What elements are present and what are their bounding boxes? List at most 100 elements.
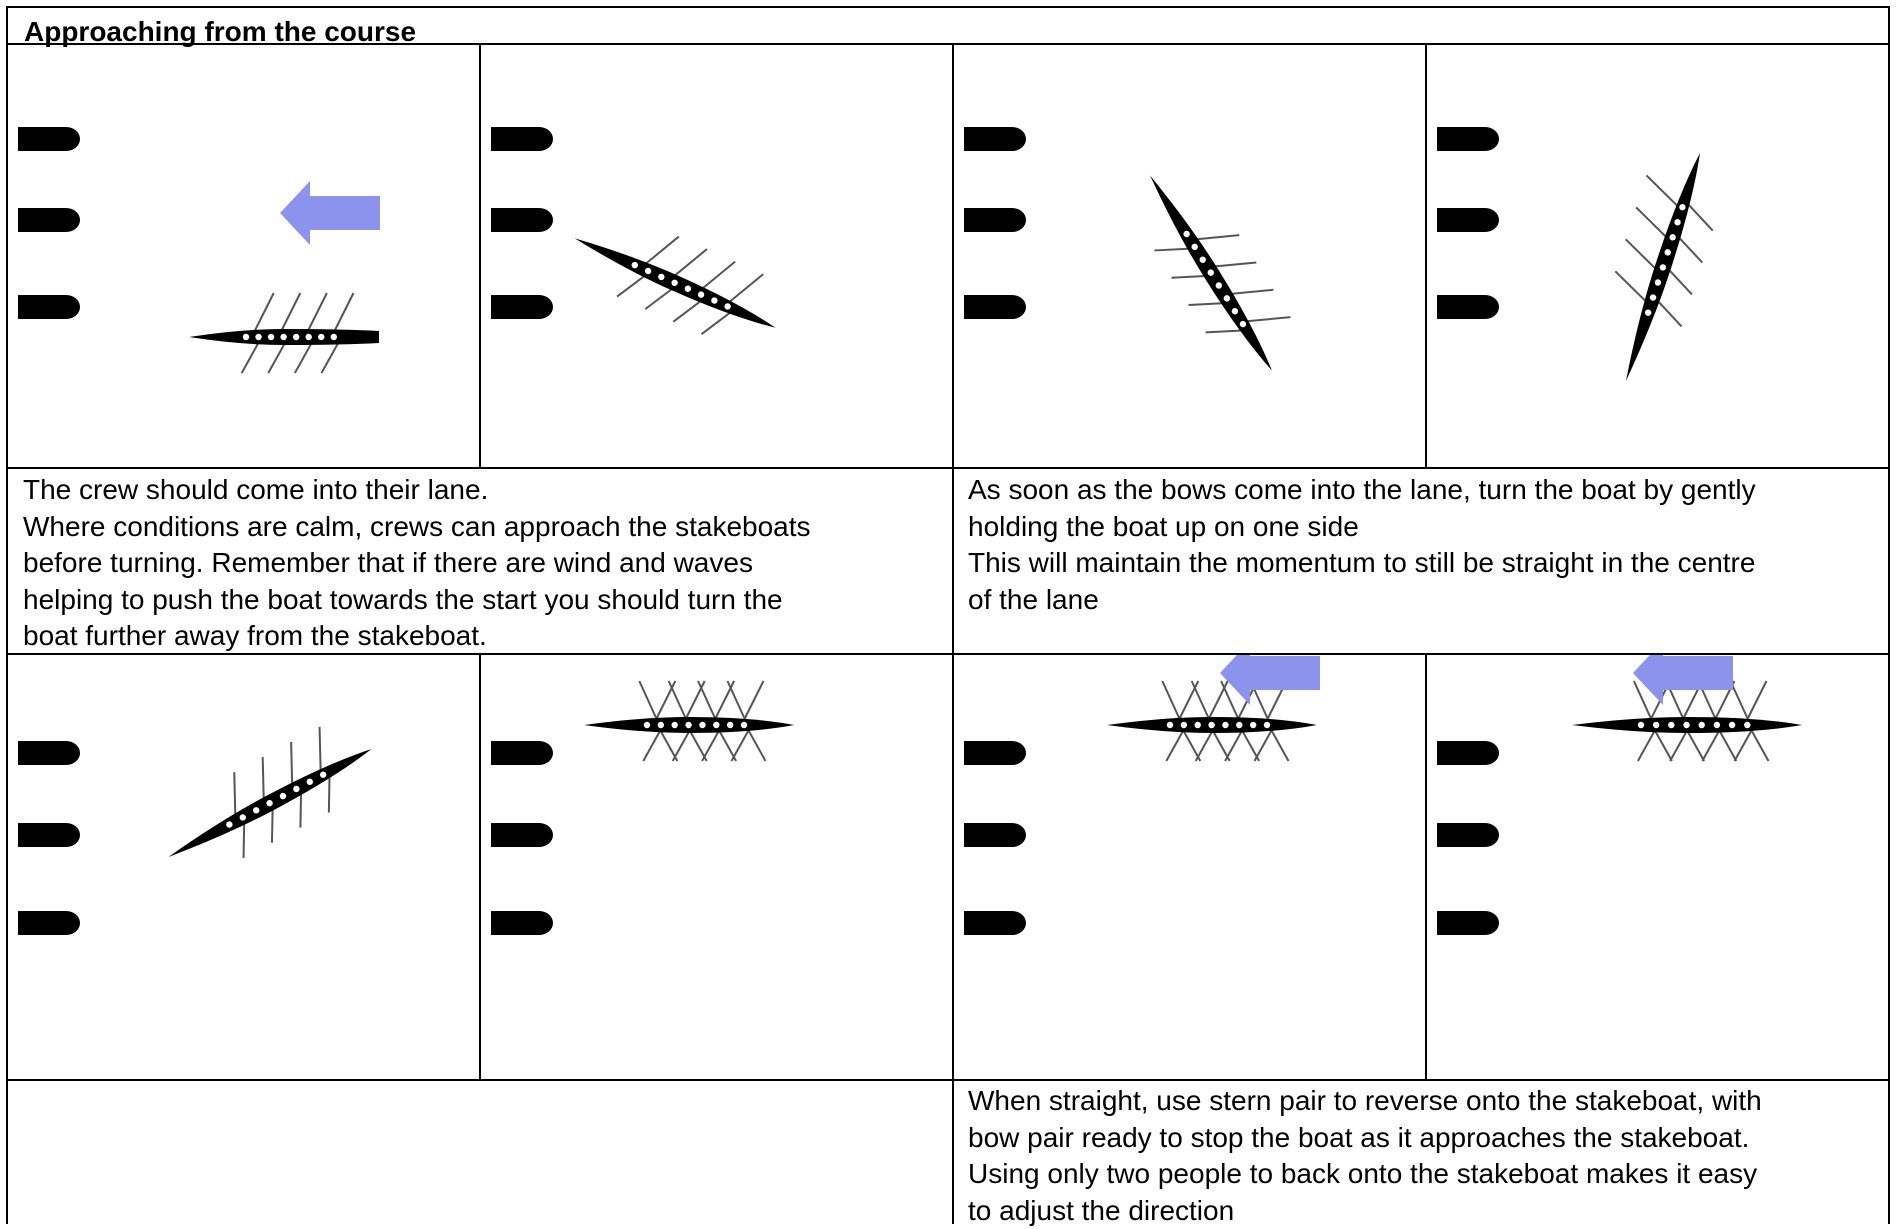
oar-line — [726, 680, 749, 726]
seat-dot — [306, 778, 314, 786]
diagram-panel-5 — [8, 655, 479, 1079]
rowing-boat-icon — [1107, 680, 1317, 762]
seat-dot — [1263, 721, 1271, 729]
seat-dot — [1180, 721, 1188, 729]
rowing-boat-icon — [168, 726, 372, 858]
instruction-text-left: The crew should come into their lane. Wh… — [23, 474, 811, 651]
seat-dot — [724, 303, 731, 310]
seat-dot — [1199, 256, 1206, 263]
seat-dot — [1222, 721, 1229, 729]
row-divider-3 — [6, 1079, 1890, 1081]
oar-line — [700, 308, 735, 335]
diagram-panel-8 — [1427, 655, 1888, 1079]
seat-dot — [1236, 721, 1243, 729]
stakeboat-icon — [18, 127, 80, 151]
rowing-boat-icon — [189, 292, 379, 374]
seat-dot — [1223, 295, 1231, 302]
row-divider-2 — [6, 653, 1890, 655]
seat-dot — [1652, 721, 1660, 729]
page-title: Approaching from the course — [24, 16, 417, 47]
stakeboat-icon — [18, 295, 80, 319]
seat-dot — [1215, 282, 1223, 289]
instruction-text-bottom-right: When straight, use stern pair to reverse… — [968, 1085, 1762, 1226]
table-border-left — [6, 6, 8, 1224]
diagram-table: Approaching from the course The crew sho… — [6, 6, 1890, 1226]
direction-arrow-icon — [280, 181, 380, 245]
seat-dot — [685, 721, 692, 729]
column-divider-q3-r2 — [1425, 653, 1427, 1081]
oar-line — [1747, 724, 1770, 762]
stakeboat-icon — [18, 911, 80, 935]
direction-arrow-icon — [1220, 655, 1320, 705]
instruction-text-right: As soon as the bows come into the lane, … — [968, 474, 1756, 615]
oar-line — [1729, 680, 1752, 726]
oar-line — [1632, 680, 1655, 726]
seat-dot — [658, 273, 665, 281]
seat-dot — [644, 267, 652, 275]
seat-dot — [1669, 234, 1676, 241]
oar-line — [1267, 724, 1290, 762]
stakeboat-icon — [491, 823, 553, 847]
stakeboat-icon — [491, 295, 553, 319]
seat-dot — [726, 721, 734, 729]
column-divider-mid — [952, 43, 954, 1224]
oar-line — [640, 235, 680, 269]
seat-dot — [1674, 219, 1681, 226]
seat-dot — [266, 800, 273, 807]
seat-dot — [1231, 308, 1239, 315]
seat-dot — [1166, 721, 1174, 729]
seat-dot — [239, 814, 246, 821]
diagram-panel-1 — [8, 45, 479, 467]
rowing-boat-icon — [1150, 175, 1291, 371]
seat-dot — [1649, 294, 1657, 301]
seat-dot — [267, 333, 275, 341]
oar-line — [250, 292, 275, 338]
seat-dot — [1194, 721, 1201, 729]
oar-line — [1241, 316, 1291, 323]
seat-dot — [293, 785, 300, 793]
seat-dot — [1679, 203, 1686, 211]
seat-dot — [255, 333, 262, 341]
seat-dot — [320, 771, 327, 778]
seat-dot — [226, 821, 233, 828]
seat-dot — [1713, 721, 1721, 729]
oar-line — [318, 726, 322, 777]
seat-dot — [252, 807, 260, 814]
table-border-top — [6, 6, 1890, 8]
stakeboat-icon — [491, 741, 553, 765]
direction-arrow-icon — [1633, 655, 1733, 705]
stakeboat-icon — [964, 823, 1026, 847]
diagram-panel-2 — [481, 45, 952, 467]
stakeboat-icon — [1437, 295, 1499, 319]
diagram-panel-6 — [481, 655, 952, 1079]
seat-dot — [631, 261, 639, 269]
stakeboat-icon — [491, 127, 553, 151]
rowing-boat-icon — [574, 235, 776, 335]
rowing-boat-icon — [1572, 680, 1802, 762]
oar-line — [1683, 199, 1714, 232]
seat-dot — [1698, 721, 1705, 729]
seat-dot — [1249, 721, 1257, 729]
oar-line — [724, 273, 764, 307]
seat-dot — [1644, 309, 1652, 316]
oar-line — [744, 724, 767, 762]
seat-dot — [671, 721, 678, 729]
stakeboat-icon — [964, 911, 1026, 935]
stakeboat-icon — [1437, 208, 1499, 232]
column-divider-q1-r2 — [479, 653, 481, 1081]
seat-dot — [643, 721, 651, 729]
seat-dot — [1683, 721, 1690, 729]
oar-line — [327, 771, 331, 813]
stakeboat-icon — [491, 911, 553, 935]
oar-line — [638, 680, 661, 726]
seat-dot — [1183, 230, 1190, 238]
seat-dot — [1664, 249, 1671, 256]
seat-dot — [711, 297, 718, 304]
seat-dot — [671, 279, 678, 287]
stakeboat-icon — [964, 208, 1026, 232]
seat-dot — [713, 721, 720, 729]
stakeboat-icon — [1437, 911, 1499, 935]
oar-line — [1205, 329, 1247, 334]
rowing-boat-icon — [1614, 152, 1714, 382]
seat-dot — [699, 721, 706, 729]
